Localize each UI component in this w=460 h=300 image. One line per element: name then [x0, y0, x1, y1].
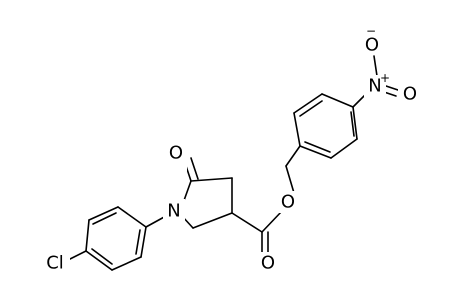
- bond-lines: [67, 55, 399, 271]
- bond: [299, 100, 323, 117]
- bond: [135, 229, 141, 255]
- atom-o-ester: O: [281, 192, 295, 213]
- bond: [91, 248, 113, 265]
- bond: [192, 212, 233, 229]
- atom-o-carbonyl: O: [261, 253, 275, 274]
- bond: [299, 145, 332, 159]
- bond: [145, 215, 167, 228]
- atom-cl: Cl: [46, 253, 64, 274]
- bond: [231, 212, 263, 233]
- atom-n-nitro: N: [368, 76, 381, 97]
- bond: [352, 93, 367, 108]
- bond: [304, 141, 331, 153]
- bond: [385, 85, 399, 91]
- bond: [111, 256, 142, 271]
- bond: [373, 55, 378, 77]
- bond: [88, 206, 119, 221]
- atom-o-oxo: O: [169, 143, 183, 164]
- bond: [285, 165, 295, 194]
- bond: [321, 93, 354, 108]
- atom-o-nitro-minus: O: [365, 35, 379, 56]
- charge-plus: +: [380, 71, 390, 85]
- bond: [190, 177, 233, 182]
- bond: [330, 138, 358, 159]
- atom-n-ring: N: [167, 201, 180, 222]
- charge-minus: −: [366, 24, 376, 38]
- bond: [293, 112, 301, 147]
- bond: [190, 157, 199, 180]
- bond: [140, 226, 147, 258]
- bond: [67, 250, 87, 261]
- bond: [85, 250, 113, 271]
- bond: [350, 111, 355, 137]
- bond: [293, 93, 323, 114]
- bond: [92, 212, 117, 225]
- bond: [352, 106, 358, 140]
- atom-labels: O N Cl O O N + O − O: [40, 24, 420, 274]
- bond: [285, 145, 301, 167]
- bond: [117, 206, 147, 228]
- atom-o-nitro-double: O: [403, 84, 417, 105]
- bond: [261, 210, 283, 233]
- bond: [85, 219, 90, 252]
